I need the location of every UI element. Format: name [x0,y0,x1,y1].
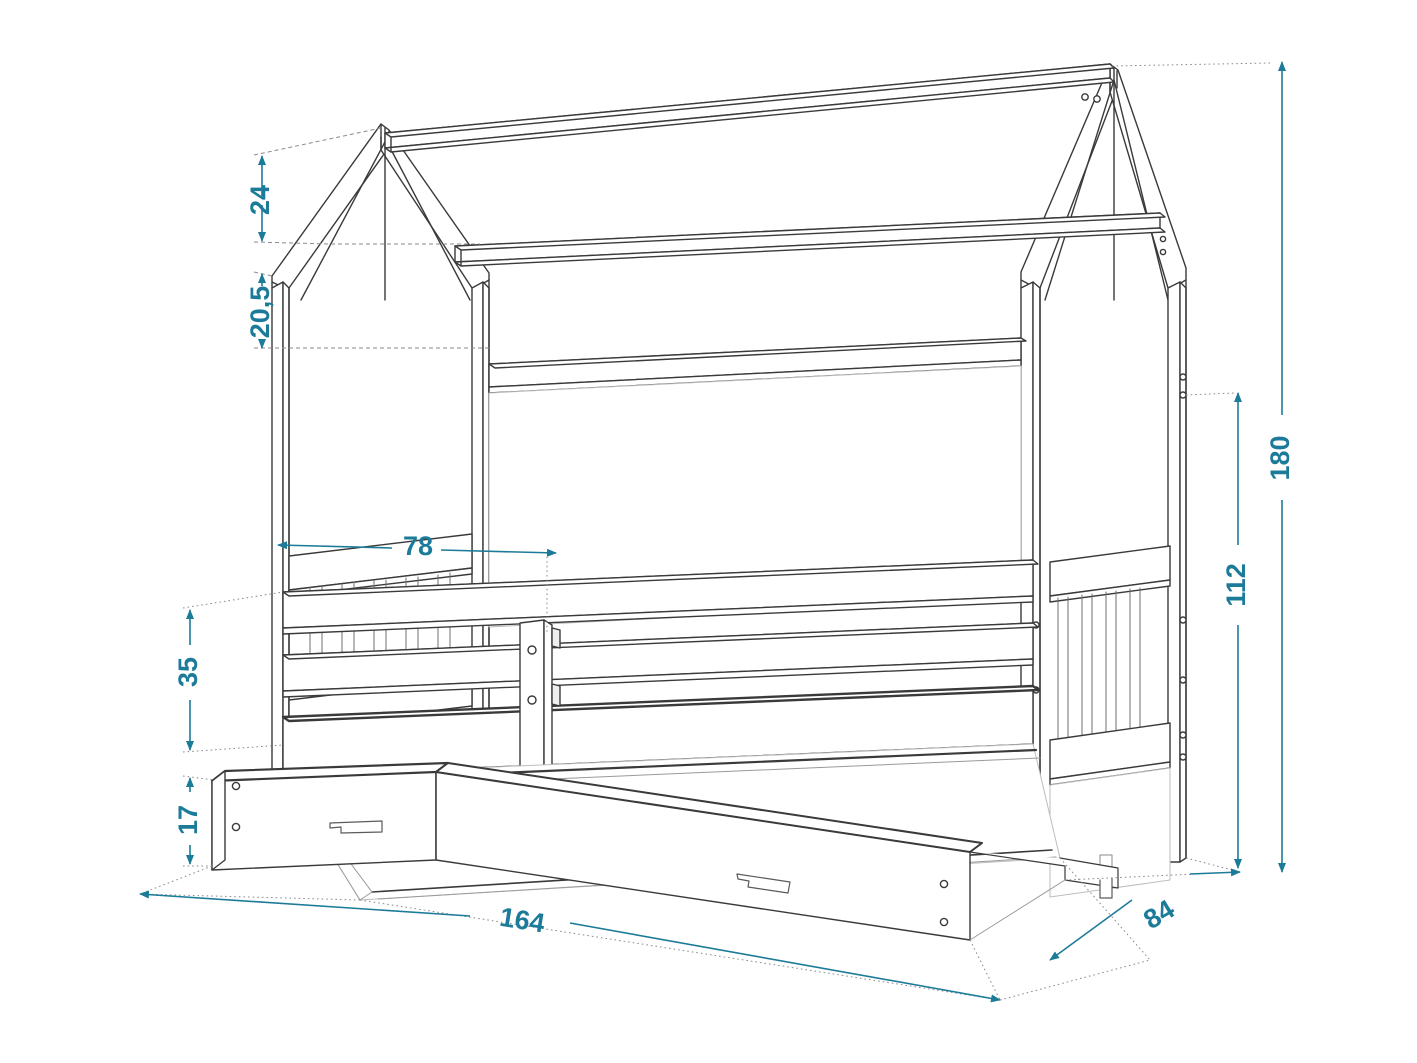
dim-20-5: 20,5 [245,273,275,349]
dim-78-label: 78 [403,531,433,561]
dim-84-label: 84 [1138,894,1179,935]
back-top-rail [488,337,1027,394]
upper-ridge-beam [384,63,1115,153]
dim-180: 180 [1265,61,1295,873]
dim-78: 78 [277,531,557,561]
footboard-panel [1049,545,1171,786]
dim-112-label: 112 [1221,563,1251,607]
dim-35: 35 [173,609,203,751]
dim-35-label: 35 [173,657,203,687]
top-safety-rail [282,559,1039,635]
middle-safety-rail [282,622,1039,698]
dim-17-label: 17 [173,805,203,835]
bed-geometry [210,63,1187,941]
dim-164: 164 [139,890,1001,1003]
dim-24-label: 24 [245,185,275,215]
dim-17: 17 [173,777,203,865]
lower-ridge-beam [454,212,1167,267]
dim-164-label: 164 [498,902,547,939]
drawer-assembly [210,761,1119,941]
dim-112: 112 [1221,392,1251,869]
dim-20-5-label: 20,5 [245,286,275,339]
dim-180-label: 180 [1265,435,1295,480]
dim-24: 24 [245,155,275,242]
